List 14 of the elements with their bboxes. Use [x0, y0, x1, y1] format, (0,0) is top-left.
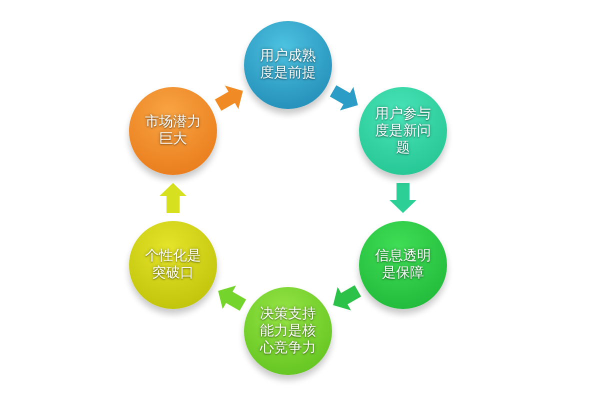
step-circle: [244, 287, 332, 375]
step-label: 市场潜力巨大: [144, 114, 202, 148]
step-label: 决策支持能力是核心竞争力: [258, 306, 317, 356]
arrow: [390, 183, 416, 213]
step-label: 信息透明是保障: [374, 248, 432, 282]
step-circle: [129, 221, 217, 309]
step-label: 用户参与度是新问题: [374, 106, 432, 156]
step-label: 个性化是突破口: [144, 248, 202, 282]
step-circle: [244, 21, 332, 109]
arrow: [160, 183, 186, 213]
step-circle: [129, 87, 217, 175]
step-circle: [359, 221, 447, 309]
step-circle: [359, 87, 447, 175]
step-label: 用户成熟度是前提: [259, 48, 317, 82]
